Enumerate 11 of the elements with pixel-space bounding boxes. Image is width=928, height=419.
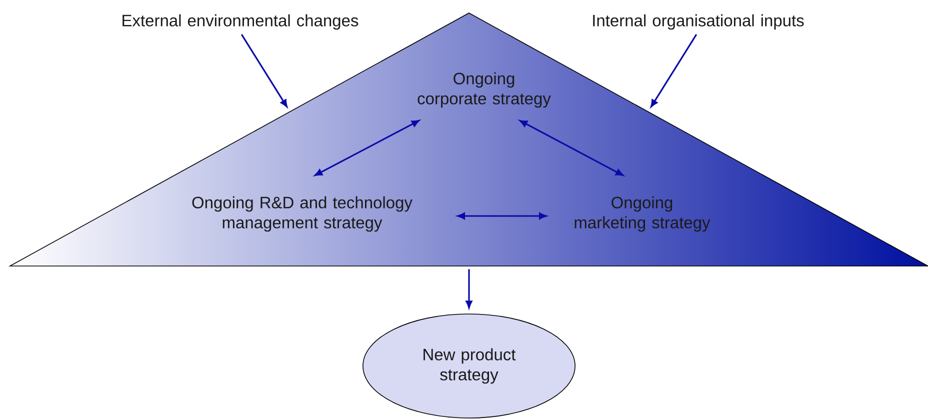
arrow — [466, 269, 472, 308]
strategy-label: Ongoing R&D and technology management strategy — [192, 196, 412, 232]
arrow — [314, 120, 420, 176]
strategy-label: Ongoing marketing strategy — [574, 196, 710, 232]
arrow — [520, 120, 624, 176]
arrow — [650, 34, 698, 108]
strategy-label: Ongoing corporate strategy — [418, 72, 551, 108]
input-label: Internal organisational inputs — [593, 14, 804, 30]
input-label: External environmental changes — [122, 14, 358, 30]
arrow — [240, 34, 288, 108]
arrow — [457, 212, 547, 220]
